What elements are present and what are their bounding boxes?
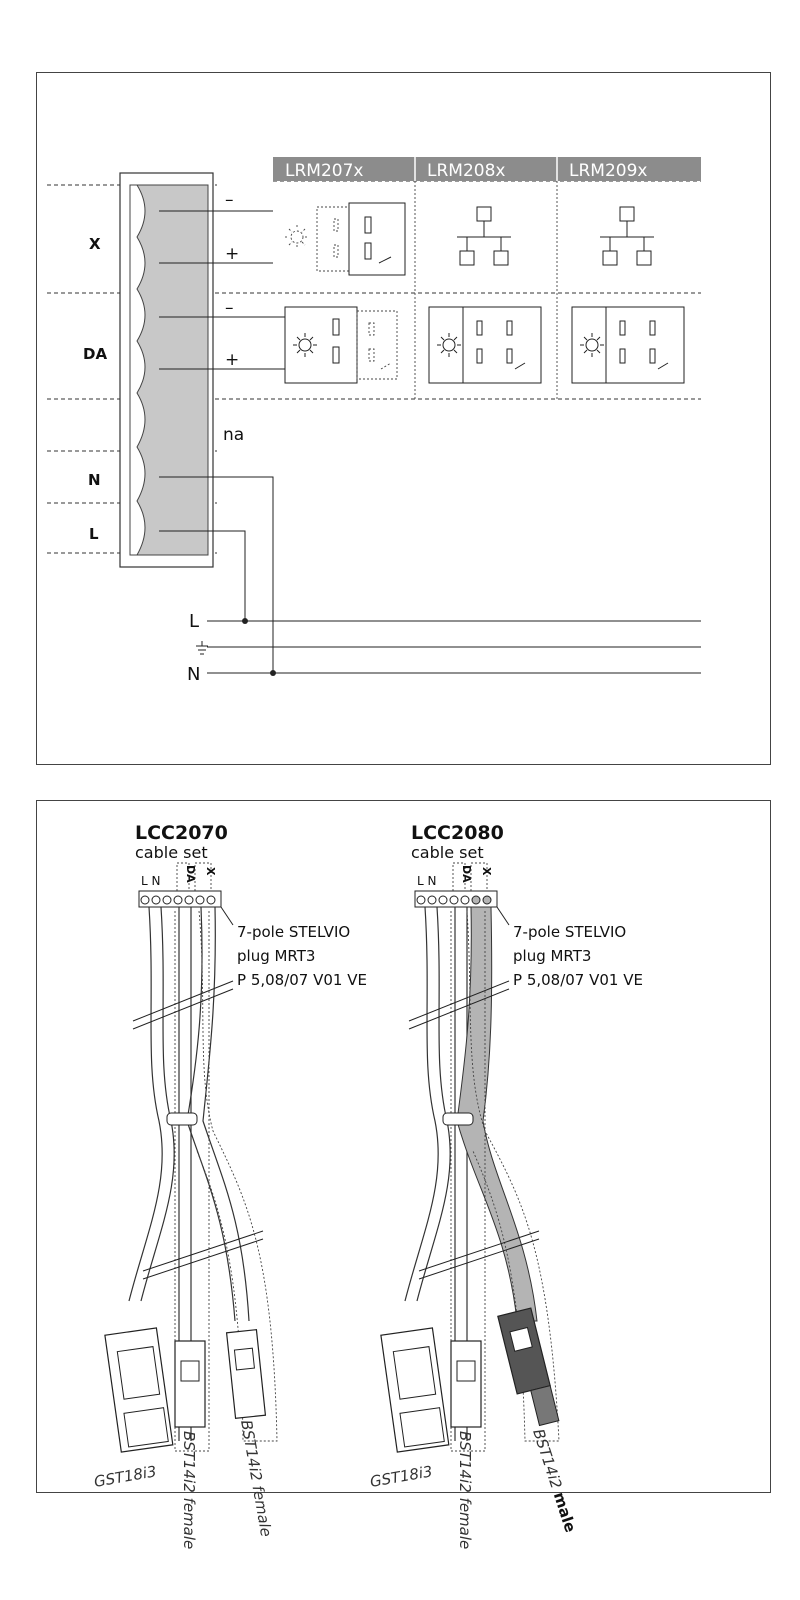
mains-label-n: N	[187, 664, 200, 685]
header-lrm207x: LRM207x	[285, 161, 363, 181]
row-label-l: L	[89, 525, 99, 543]
header-lrm208x: LRM208x	[427, 161, 505, 181]
lcc2070-bst14i2-female-connector-1	[174, 1340, 206, 1428]
column-headers: LRM207x LRM208x LRM209x	[273, 157, 701, 181]
mains-lines	[196, 618, 701, 676]
cable-set-lcc2080: LCC2080 cable set L N DA X 7-pole STELVI…	[369, 822, 643, 1549]
lrm207x-x-symbol	[285, 202, 406, 276]
lrm208x-x-network-icon	[457, 206, 511, 266]
row-label-da: DA	[83, 345, 107, 363]
lcc2070-pin-x: X	[204, 867, 217, 876]
cable-sets-panel: LCC2070 cable set L N DA X 7-pole STELVI…	[36, 800, 771, 1549]
lcc2080-bst14i2-female-connector	[450, 1340, 482, 1428]
da-minus-sign: –	[225, 298, 234, 318]
x-minus-sign: –	[225, 190, 234, 210]
terminal-block	[119, 172, 214, 568]
lcc2070-gst18i3-connector	[104, 1327, 174, 1453]
lcc2080-pin-x: X	[480, 867, 493, 876]
lrm207x-da-symbol	[284, 306, 398, 384]
lrm208x-da-symbol	[428, 306, 542, 384]
wiring-diagram: X DA N L na – + – + LRM207x LRM208x LRM2…	[47, 157, 701, 685]
lcc2080-plug-line1: 7-pole STELVIO	[513, 923, 626, 941]
terminal-wires	[159, 210, 285, 673]
lcc2070-label-bst-female-2: BST14i2 female	[237, 1419, 275, 1539]
lcc2080-pin-da: DA	[460, 865, 473, 883]
lcc2070-pin-da: DA	[184, 865, 197, 883]
lrm209x-da-symbol	[571, 306, 685, 384]
lcc2070-label-bst-female-1: BST14i2 female	[180, 1431, 198, 1549]
lcc2080-plug-line2: plug MRT3	[513, 947, 591, 965]
lcc2070-label-gst18i3: GST18i3	[93, 1462, 158, 1491]
lrm209x-x-network-icon	[600, 206, 654, 266]
lcc2080-label-bst-male: BST14i2 male	[529, 1427, 579, 1535]
earth-icon	[196, 641, 208, 655]
lcc2080-pin-ln: L N	[417, 874, 437, 888]
lcc2070-plug-line3: P 5,08/07 V01 VE	[237, 971, 367, 989]
mains-label-l: L	[189, 611, 199, 632]
lcc2070-bst14i2-female-connector-2	[225, 1329, 267, 1419]
wiring-diagram-panel: X DA N L na – + – + LRM207x LRM208x LRM2…	[36, 72, 771, 765]
row-label-x: X	[89, 235, 101, 253]
lcc2070-title: LCC2070	[135, 822, 228, 844]
cable-sets-drawing: LCC2070 cable set L N DA X 7-pole STELVI…	[93, 822, 643, 1549]
row-label-na: na	[223, 425, 244, 445]
lcc2080-label-bst-female: BST14i2 female	[456, 1431, 474, 1549]
lcc2070-subtitle: cable set	[135, 843, 208, 862]
cable-set-lcc2070: LCC2070 cable set L N DA X 7-pole STELVI…	[93, 822, 367, 1549]
lcc2080-title: LCC2080	[411, 822, 504, 844]
lcc2070-plug-line1: 7-pole STELVIO	[237, 923, 350, 941]
header-lrm209x: LRM209x	[569, 161, 647, 181]
lcc2080-label-gst18i3: GST18i3	[369, 1462, 434, 1491]
x-plus-sign: +	[225, 244, 239, 264]
lcc2070-pin-ln: L N	[141, 874, 161, 888]
lcc2080-subtitle: cable set	[411, 843, 484, 862]
lcc2080-gst18i3-connector	[380, 1327, 450, 1453]
row-label-n: N	[88, 471, 101, 489]
lcc2080-bst14i2-male-connector	[497, 1307, 560, 1427]
lcc2070-plug-line2: plug MRT3	[237, 947, 315, 965]
lcc2080-plug-line3: P 5,08/07 V01 VE	[513, 971, 643, 989]
da-plus-sign: +	[225, 350, 239, 370]
